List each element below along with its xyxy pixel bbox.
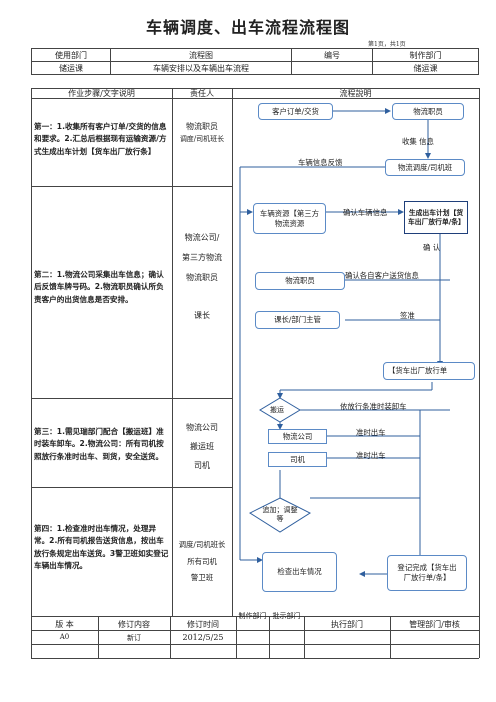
header-cell: 储运课 (372, 61, 479, 75)
column-header-flow: 流程說明 (339, 89, 372, 98)
plan-box: 生成出车计划【货车出厂放行单/条】 (404, 201, 468, 234)
footer-date: 2012/5/25 (182, 633, 224, 642)
register-box: 登记完成【货车出厂放行单/条】 (387, 555, 467, 591)
column-header-steps: 作业步骤/文字说明 (68, 89, 135, 98)
load-by-slip-label: 依放行条准时装卸车 (340, 402, 407, 411)
footer-header-revision: 修订内容 (118, 620, 150, 629)
step-1-text: 第一：1.收集所有客户订单/交货的信息和要求。2.汇总后根据现有运输资源/方式生… (34, 122, 167, 156)
step-3-text: 第三：1.需见瑞部门配合【搬运班】准时装车卸车。2.物流公司：所有司机按照放行条… (34, 427, 164, 461)
footer-header-version: 版 本 (55, 620, 74, 629)
step-4-owner: 调度/司机班长 所有司机 警卫班 (178, 540, 226, 582)
column-header-owner: 责任人 (190, 89, 214, 98)
footer-header-executor: 执行部门 (331, 620, 363, 629)
page-title: 车辆调度、出车流程流程图 (145, 18, 350, 37)
step-1-owner: 物流职员 调度/司机班长 (179, 122, 225, 143)
header-table: 使用部门 流程图 编号 制作部门 储运课 车辆安排以及车辆出车流程 储运课 (31, 48, 479, 75)
on-time-2-label: 准时出车 (356, 451, 386, 460)
on-time-1-label: 准时出车 (356, 428, 386, 437)
logistics-company-box: 物流公司 (268, 429, 327, 444)
page-number: 第1页，共1页 (368, 41, 406, 48)
release-slip-box: 【货车出厂放行单 (383, 362, 475, 380)
footer-revision: 新订 (127, 634, 141, 642)
step-3-owner: 物流公司 搬运班 司机 (186, 423, 218, 470)
footer-header-date: 修订时间 (187, 620, 219, 629)
customer-order-box: 客户订单/交货 (258, 103, 333, 120)
driver-box: 司机 (268, 452, 327, 467)
footer-header-manager: 管理部门/审核 (409, 620, 460, 629)
approve-label: 签准 (400, 311, 415, 320)
check-box: 检查出车情况 (262, 552, 337, 592)
footer-header-approver: 批示部门 (272, 612, 301, 620)
step-4-text: 第四：1.检查准时出车情况，处理异常。2.所有司机报告送货信息，按出车放行条规定… (34, 524, 169, 571)
collect-info-label: 收集 信息 (402, 137, 434, 146)
confirm-shipping-label: 确认各自客户送货信息 (345, 271, 419, 280)
logistics-staff-box: 物流职员 (392, 103, 464, 120)
footer-version: A0 (59, 633, 70, 641)
vehicle-feedback-label: 车辆信息反馈 (298, 158, 343, 167)
handling-label: 搬运 (270, 406, 284, 414)
confirm-label: 确 认 (423, 243, 441, 252)
manager-box: 课长/部门主管 (255, 311, 340, 329)
followup-label: 追加；调整等 (262, 506, 298, 523)
header-cell: 车辆安排以及车辆出车流程 (110, 61, 292, 75)
confirm-vehicle-label: 确认车辆信息 (343, 208, 388, 217)
header-cell: 储运课 (31, 61, 111, 75)
dispatch-box: 物流调度/司机班 (385, 159, 465, 176)
logistics-staff-2-box: 物流职员 (255, 272, 345, 290)
step-2-owner: 物流公司/ 第三方物流 物流职员 课长 (182, 233, 222, 320)
footer-header-maker: 制作部门 (238, 612, 267, 620)
vehicle-resource-box: 车辆资源【第三方物流资源 (253, 203, 326, 234)
step-2-text: 第二：1.物流公司采集出车信息；确认后反馈车牌号码。2.物流职员确认所负责客户的… (34, 270, 164, 304)
